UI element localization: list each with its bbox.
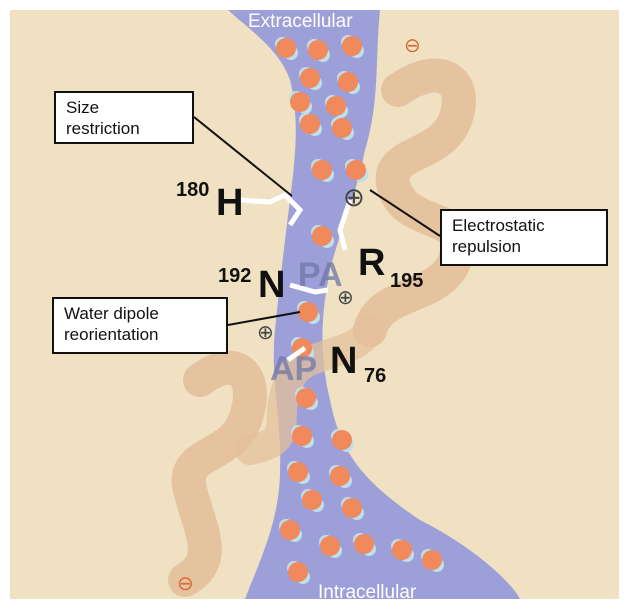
- callout-line: restriction: [66, 118, 182, 139]
- positive-charge-icon: ⊕: [257, 323, 274, 343]
- arg-number: 195: [390, 271, 423, 291]
- intracellular-label: Intracellular: [318, 582, 416, 604]
- size-restriction-callout: Size restriction: [54, 91, 194, 144]
- callout-line: Water dipole: [64, 303, 216, 324]
- arg-letter: R: [358, 244, 385, 282]
- extracellular-label: Extracellular: [248, 11, 353, 33]
- negative-charge-icon: ⊖: [404, 36, 421, 56]
- asn76-letter: N: [330, 342, 357, 380]
- callout-line: Electrostatic: [452, 215, 596, 236]
- positive-charge-icon: ⊕: [337, 288, 354, 308]
- npa-motif-upper: PA: [298, 258, 343, 292]
- electrostatic-repulsion-callout: Electrostatic repulsion: [440, 209, 608, 266]
- positive-charge-icon: ⊕: [343, 184, 365, 210]
- callout-line: repulsion: [452, 236, 596, 257]
- water-dipole-callout: Water dipole reorientation: [52, 297, 228, 354]
- asn192-letter: N: [258, 266, 285, 304]
- his-letter: H: [216, 184, 243, 222]
- npa-motif-lower: AP: [270, 352, 317, 386]
- negative-charge-icon: ⊖: [177, 574, 194, 594]
- asn192-number: 192: [218, 266, 251, 286]
- asn76-number: 76: [364, 366, 386, 386]
- callout-line: Size: [66, 97, 182, 118]
- his-number: 180: [176, 180, 209, 200]
- callout-line: reorientation: [64, 324, 216, 345]
